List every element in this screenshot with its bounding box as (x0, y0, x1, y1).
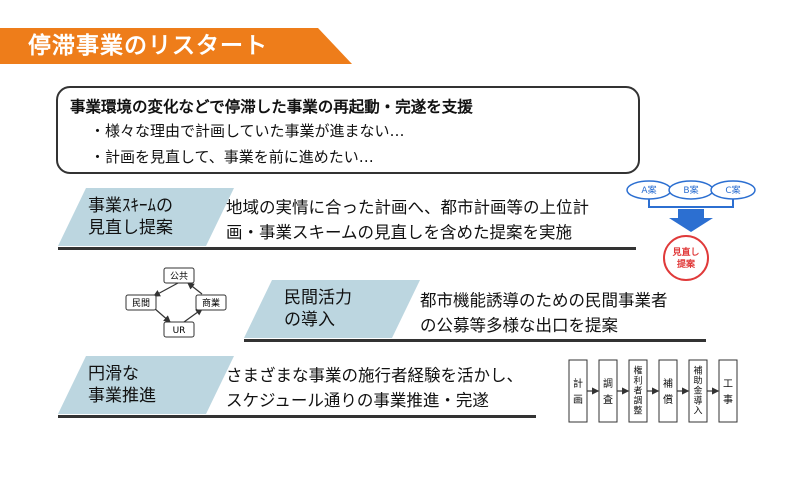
section-label-line: 事業推進 (88, 386, 156, 406)
intro-box: 事業環境の変化などで停滞した事業の再起動・完遂を支援 ・様々な理由で計画していた… (56, 86, 640, 174)
section-text-line: 画・事業スキームの見直しを含めた提案を実施 (226, 223, 573, 242)
partner-node-ur (163, 321, 195, 338)
section-label-private-sector: 民間活力 の導入 (244, 280, 420, 338)
section-text-scheme-review: 地域の実情に合った計画へ、都市計画等の上位計 画・事業スキームの見直しを含めた提… (226, 195, 589, 245)
cycle-arrow (187, 282, 203, 295)
process-step-box (598, 359, 618, 423)
partner-node-public-label: 公共 (170, 271, 188, 282)
process-step-box (568, 359, 588, 423)
partner-cycle-diagram: 公共 民間 商業 UR (125, 267, 227, 338)
process-step-label: 権利者調整 (633, 365, 642, 417)
section-label-scheme-review: 事業ｽｷｰﾑの 見直し提案 (58, 188, 234, 246)
section-label-line: 円滑な (88, 364, 139, 384)
review-proposal-line1: 見直し (671, 246, 699, 258)
section-text-line: 都市機能誘導のための民間事業者 (420, 291, 668, 310)
partner-node-private (125, 294, 157, 311)
partner-node-private-label: 民間 (132, 298, 150, 309)
process-step-box (658, 359, 678, 423)
process-step-box (718, 359, 738, 423)
section-text-line: の公募等多様な出口を提案 (420, 316, 618, 335)
section-text-line: さまざまな事業の施行者経験を活かし、 (226, 366, 523, 385)
process-step-label: 工事 (723, 379, 733, 406)
plan-option-c-label: C案 (725, 184, 740, 196)
section-text-smooth-progress: さまざまな事業の施行者経験を活かし、 スケジュール通りの事業推進・完遂 (226, 363, 523, 413)
intro-bullet-2: ・計画を見直して、事業を前に進めたい… (90, 148, 374, 166)
section-text-line: スケジュール通りの事業推進・完遂 (226, 391, 489, 410)
section-text-line: 地域の実情に合った計画へ、都市計画等の上位計 (226, 198, 589, 217)
intro-heading: 事業環境の変化などで停滞した事業の再起動・完遂を支援 (70, 98, 473, 116)
intro-bullet-1: ・様々な理由で計画していた事業が進まない… (90, 122, 405, 140)
section-label-line: 民間活力 (284, 288, 352, 308)
partner-node-commerce-label: 商業 (202, 297, 220, 309)
page-title: 停滞事業のリスタート (0, 28, 352, 64)
section-label-line: 事業ｽｷｰﾑの (88, 196, 173, 216)
plan-option-a-label: A案 (641, 184, 656, 196)
partner-node-ur-label: UR (173, 326, 186, 336)
process-step-label: 計画 (573, 377, 583, 406)
merge-bracket (648, 199, 734, 208)
partner-node-public (163, 267, 195, 284)
partner-node-commerce (195, 294, 227, 311)
down-arrow-icon (669, 209, 713, 232)
process-step-label: 補助金導入 (693, 365, 702, 417)
section-label-line: の導入 (284, 310, 335, 330)
plan-option-b-label: B案 (683, 184, 698, 196)
process-step-label: 補償 (663, 377, 673, 406)
section-label-smooth-progress: 円滑な 事業推進 (58, 356, 234, 414)
section-underline (58, 247, 636, 250)
review-proposal-line2: 提案 (677, 258, 696, 270)
section-text-private-sector: 都市機能誘導のための民間事業者 の公募等多様な出口を提案 (420, 288, 668, 338)
section-underline (58, 415, 536, 418)
cycle-arrow (153, 307, 171, 323)
process-step-label: 調査 (603, 377, 613, 406)
section-label-line: 見直し提案 (88, 218, 173, 238)
cycle-arrow (152, 282, 179, 297)
review-proposal-circle (663, 235, 709, 281)
cycle-arrow (183, 308, 203, 323)
section-underline (244, 339, 706, 342)
plan-options-diagram: A案 B案 C案 見直し 提案 (626, 180, 756, 281)
